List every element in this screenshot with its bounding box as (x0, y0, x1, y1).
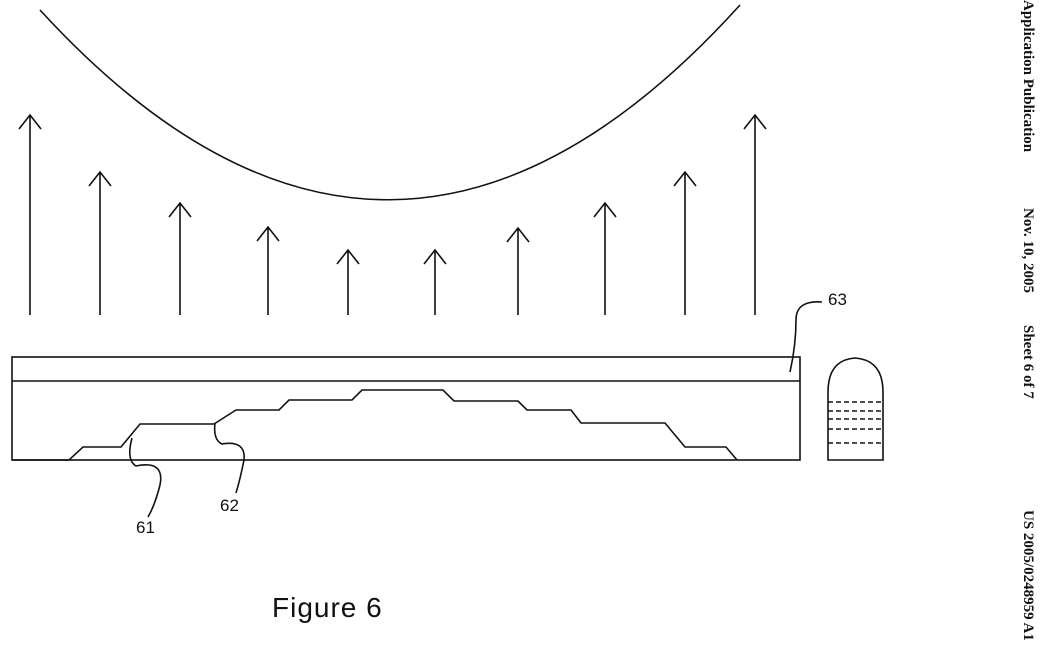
publication-date: Nov. 10, 2005 (1019, 208, 1036, 293)
label-62: 62 (220, 496, 239, 516)
up-arrow (424, 250, 446, 315)
up-arrow (744, 115, 766, 315)
label-61: 61 (136, 518, 155, 538)
bullet-shape (828, 358, 883, 460)
leader-63 (790, 302, 822, 372)
label-63: 63 (828, 290, 847, 310)
patent-number: US 2005/0248959 A1 (1019, 510, 1036, 641)
curved-source-arc (40, 5, 740, 200)
up-arrow (257, 227, 279, 315)
up-arrow (674, 172, 696, 315)
publication-label: Application Publication (1019, 0, 1036, 152)
stepped-profile (12, 390, 737, 460)
arrow-group (19, 115, 766, 315)
up-arrow (169, 203, 191, 315)
leader-62 (215, 423, 245, 493)
up-arrow (507, 228, 529, 315)
up-arrow (594, 203, 616, 315)
figure-caption: Figure 6 (272, 592, 383, 624)
bullet-dashed-lines (828, 402, 883, 443)
up-arrow (89, 172, 111, 315)
up-arrow (337, 250, 359, 315)
leader-61 (130, 438, 161, 517)
up-arrow (19, 115, 41, 315)
sheet-number: Sheet 6 of 7 (1019, 325, 1036, 399)
